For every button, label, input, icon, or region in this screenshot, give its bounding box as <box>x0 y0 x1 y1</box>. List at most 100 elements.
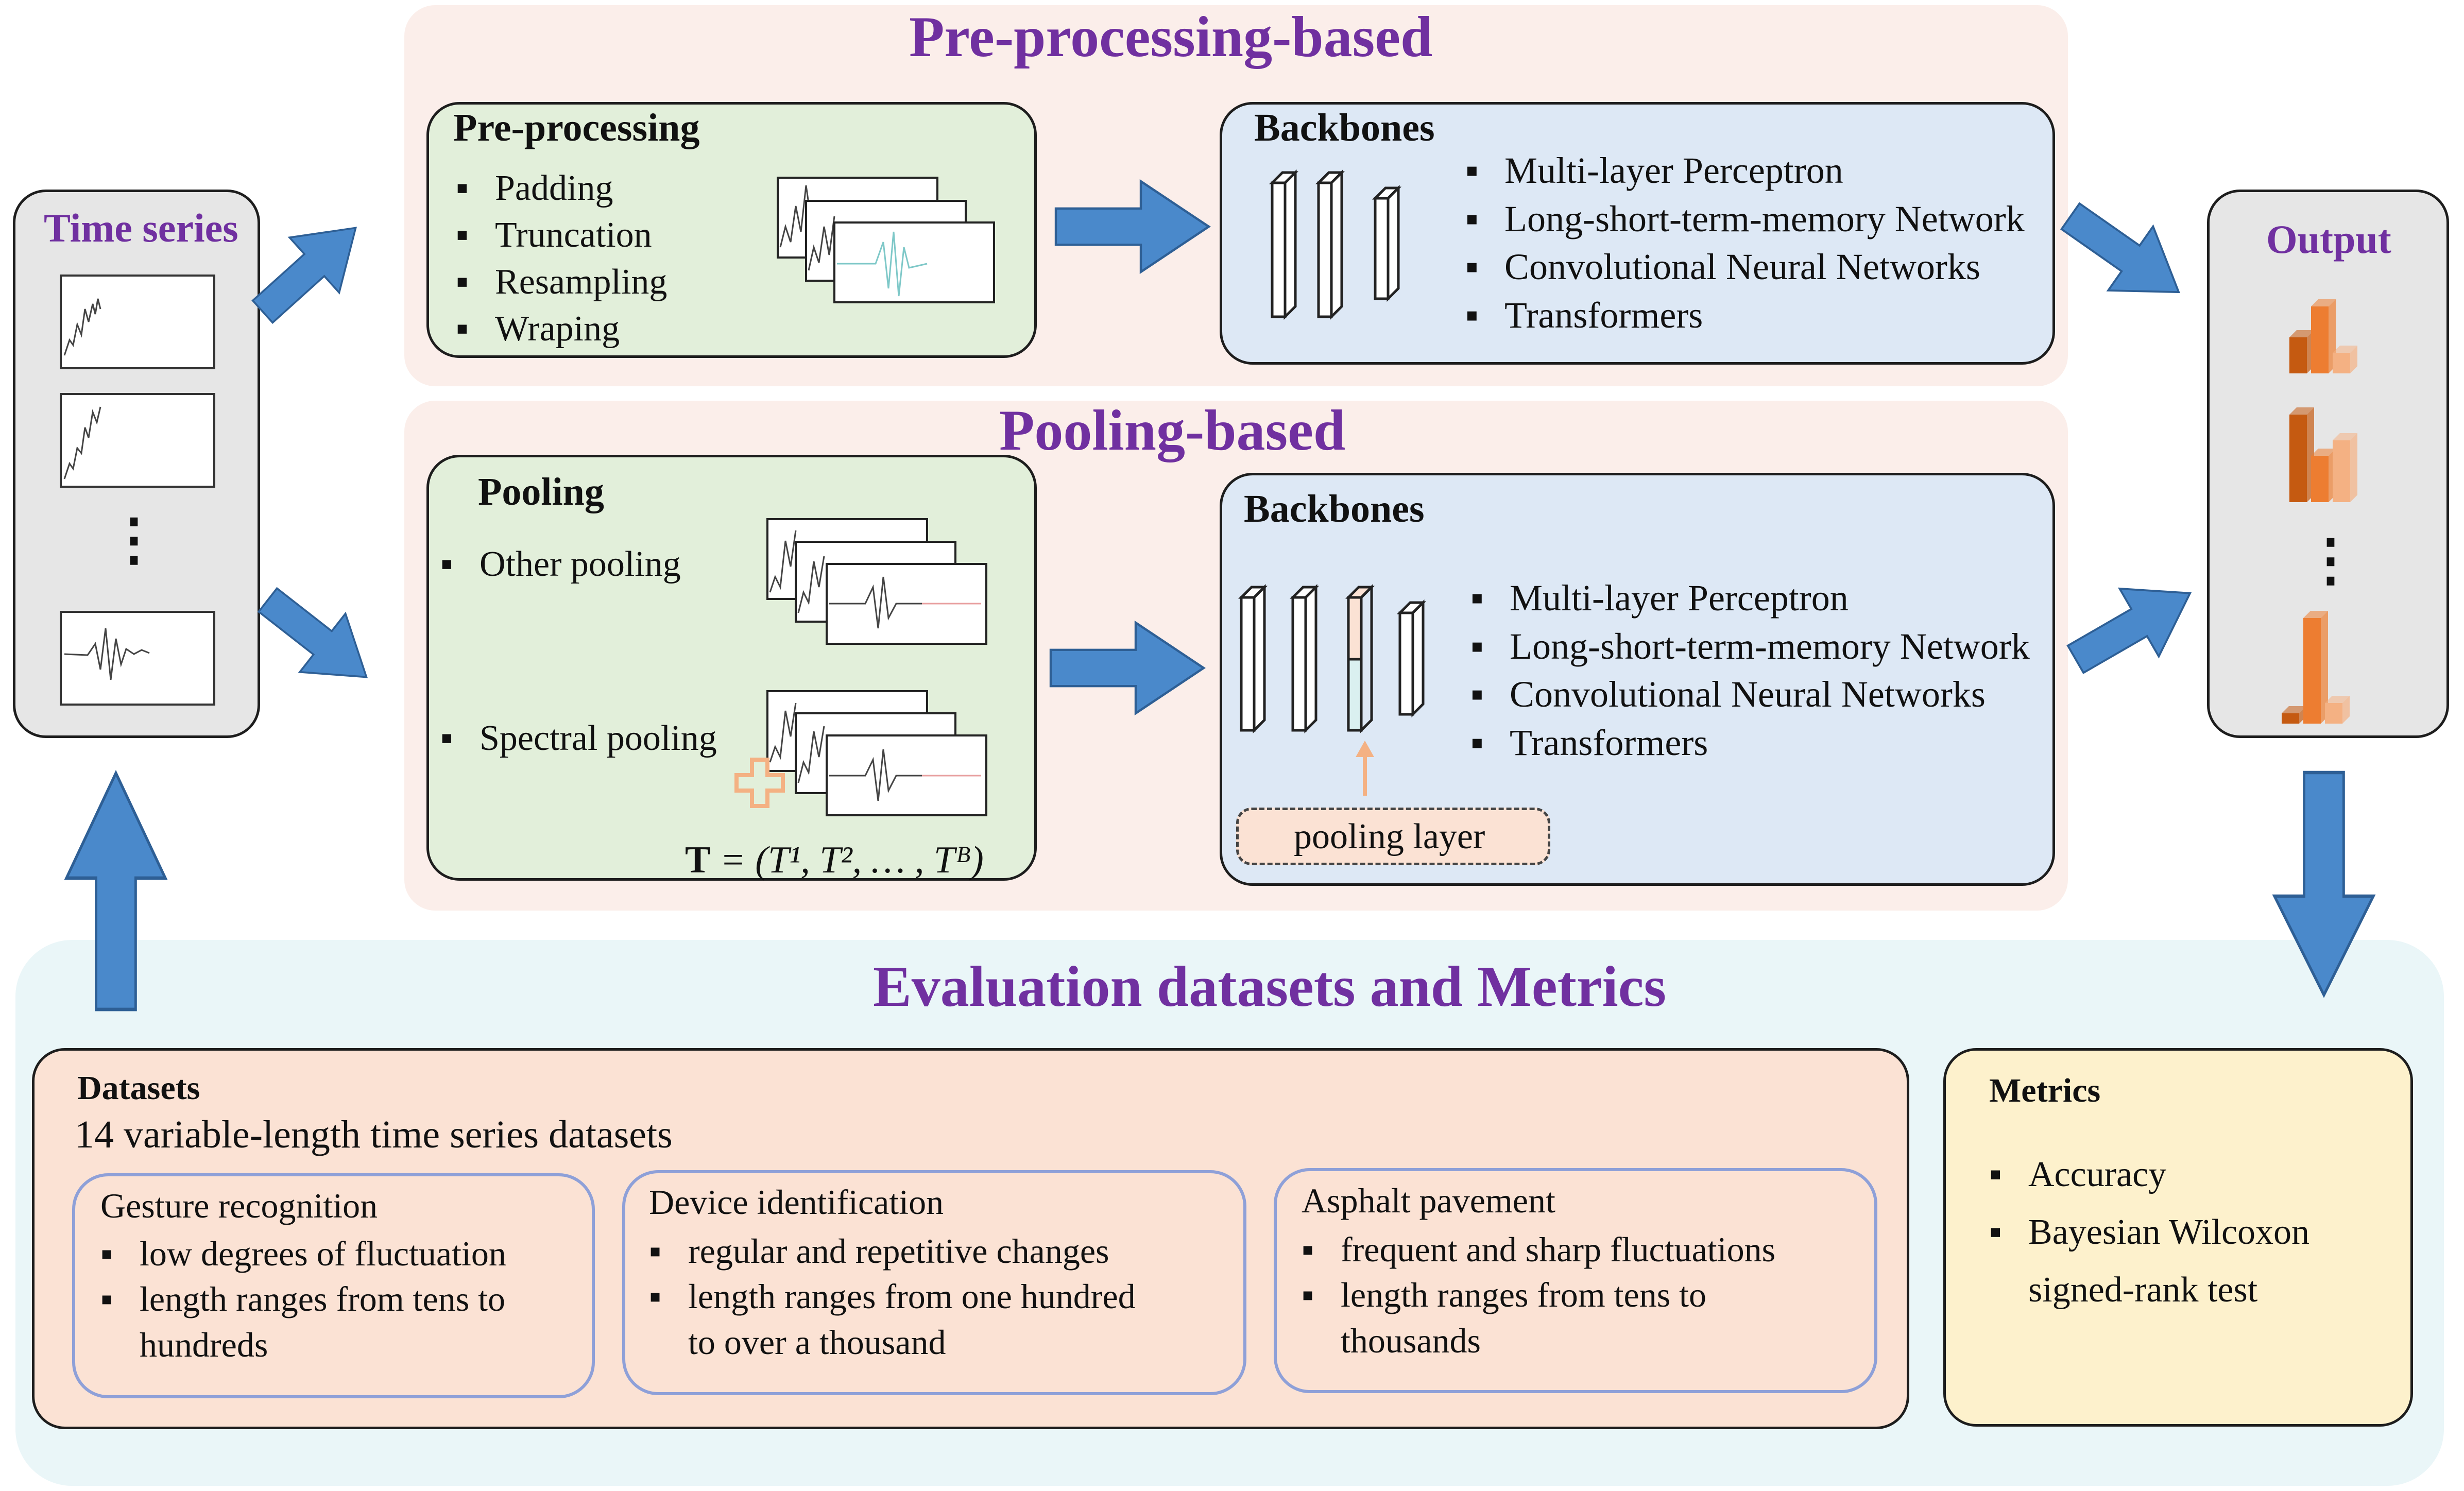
gesture-recognition-title: Gesture recognition <box>100 1186 378 1225</box>
pooling-other-list: Other pooling <box>440 541 681 588</box>
bar-icon-part <box>2303 611 2328 618</box>
time-series-thumbnail <box>60 393 215 488</box>
asphalt-item: frequent and sharp fluctuations <box>1302 1227 1775 1273</box>
backbone-item: Transformers <box>1465 292 2025 340</box>
gesture-item: length ranges from tens to <box>100 1276 506 1322</box>
preprocessing-list: Padding Truncation Resampling Wraping <box>456 165 667 352</box>
pooling-section-title: Pooling-based <box>999 399 1346 462</box>
bar-icon-part <box>2342 696 2350 724</box>
bar-icon-part <box>2350 346 2357 373</box>
bar-icon-part <box>2289 407 2314 415</box>
device-identification-title: Device identification <box>649 1182 944 1222</box>
pooling-heading: Pooling <box>478 470 604 513</box>
bar-icon-part <box>2303 618 2321 724</box>
arrow-preprocessing-to-backbones <box>1056 181 1209 272</box>
backbone-layer-blocks-top <box>1269 169 1402 320</box>
asphalt-pavement-list: frequent and sharp fluctuations length r… <box>1302 1227 1775 1363</box>
device-identification-list: regular and repetitive changes length ra… <box>649 1228 1136 1365</box>
device-item: regular and repetitive changes <box>649 1228 1136 1274</box>
asphalt-pavement-title: Asphalt pavement <box>1302 1181 1555 1220</box>
backbones-heading-bottom: Backbones <box>1244 487 1425 530</box>
bar-icon-part <box>2311 449 2336 456</box>
preprocessing-item: Wraping <box>456 305 667 352</box>
time-series-thumbnails <box>60 275 215 706</box>
backbone-layer-blocks-bottom <box>1238 584 1427 734</box>
pooling-spectral-list: Spectral pooling <box>440 715 717 762</box>
preprocessing-series-cards <box>777 177 995 303</box>
spectral-formula: T = (T¹, T², … , Tᴮ) <box>685 838 984 882</box>
series-line-icon <box>63 406 101 479</box>
arrow-to-pooling <box>244 570 390 708</box>
backbone-item: Convolutional Neural Networks <box>1470 671 2030 719</box>
metric-item: Accuracy <box>1989 1146 2309 1204</box>
asphalt-item: length ranges from tens to <box>1302 1272 1775 1318</box>
bar-icon-part <box>2311 456 2329 502</box>
spectral-pooling-series-cards <box>766 690 987 816</box>
arrow-pooling-to-backbones <box>1051 623 1204 713</box>
bar-icon-part <box>2282 706 2306 713</box>
formula-bold-symbol: T <box>685 839 711 881</box>
time-series-title: Time series <box>44 205 238 250</box>
gesture-recognition-list: low degrees of fluctuation length ranges… <box>100 1231 506 1367</box>
backbone-item: Convolutional Neural Networks <box>1465 243 2025 292</box>
time-series-ellipsis: ⋮ <box>106 508 162 571</box>
bar-icon-part <box>2311 306 2329 373</box>
backbone-item: Multi-layer Perceptron <box>1470 574 2030 623</box>
time-series-thumbnail <box>60 611 215 706</box>
pooling-layer-box <box>1236 808 1550 865</box>
arrow-to-preprocessing <box>237 199 382 340</box>
plus-icon <box>734 758 785 808</box>
spectral-pooling-item: Spectral pooling <box>440 715 717 762</box>
bar-icon-part <box>2333 433 2357 440</box>
backbones-list-bottom: Multi-layer Perceptron Long-short-term-m… <box>1470 574 2030 767</box>
device-item: to over a thousand <box>688 1322 946 1362</box>
metrics-list: Accuracy Bayesian Wilcoxon signed-rank t… <box>1989 1146 2309 1319</box>
metric-item: Bayesian Wilcoxon <box>1989 1204 2309 1261</box>
asphalt-item: thousands <box>1341 1321 1481 1360</box>
series-line-icon <box>64 628 150 680</box>
bar-icon-part <box>2289 415 2307 502</box>
evaluation-section-title: Evaluation datasets and Metrics <box>873 955 1666 1019</box>
pooling-layer-pointer-arrow <box>1356 741 1374 796</box>
other-pooling-series-cards <box>766 518 987 645</box>
preprocessing-item: Resampling <box>456 259 667 305</box>
backbone-item: Long-short-term-memory Network <box>1470 623 2030 671</box>
arrow-output-to-metrics <box>2274 773 2373 995</box>
bar-icon-part <box>2350 433 2357 502</box>
gesture-item: hundreds <box>140 1325 268 1364</box>
pooling-layer-block <box>1345 584 1375 734</box>
bar-chart-icon <box>2289 407 2357 502</box>
backbone-item: Multi-layer Perceptron <box>1465 147 2025 195</box>
preprocessing-heading: Pre-processing <box>453 106 700 149</box>
output-ellipsis: ⋮ <box>2302 529 2359 592</box>
output-bar-chart-icons <box>2282 299 2357 724</box>
bar-chart-icon <box>2289 299 2357 373</box>
preprocessing-item: Truncation <box>456 212 667 259</box>
bar-icon-part <box>2321 611 2328 724</box>
preprocessing-item: Padding <box>456 165 667 212</box>
gesture-item: low degrees of fluctuation <box>100 1231 506 1277</box>
bar-icon-part <box>2289 330 2314 337</box>
bar-icon-part <box>2333 346 2357 353</box>
bar-icon-part <box>2311 299 2336 306</box>
bar-icon-part <box>2282 713 2299 724</box>
metrics-heading: Metrics <box>1989 1072 2101 1109</box>
bar-icon-part <box>2325 696 2350 703</box>
output-title: Output <box>2266 217 2391 262</box>
backbone-item: Long-short-term-memory Network <box>1465 195 2025 244</box>
bar-chart-icon <box>2282 611 2350 724</box>
pooling-layer-label: pooling layer <box>1294 817 1485 856</box>
backbones-heading-top: Backbones <box>1254 106 1435 149</box>
series-line-icon <box>63 298 101 356</box>
bar-icon-part <box>2333 440 2350 502</box>
arrow-evaluation-to-time-series <box>66 773 165 1009</box>
backbone-item: Transformers <box>1470 719 2030 767</box>
other-pooling-item: Other pooling <box>440 541 681 588</box>
bar-icon-part <box>2289 337 2307 373</box>
bar-icon-part <box>2333 353 2350 373</box>
formula-tuple: = (T¹, T², … , Tᴮ) <box>710 839 984 881</box>
datasets-heading: Datasets <box>77 1069 200 1107</box>
metric-item: signed-rank test <box>2028 1270 2258 1310</box>
